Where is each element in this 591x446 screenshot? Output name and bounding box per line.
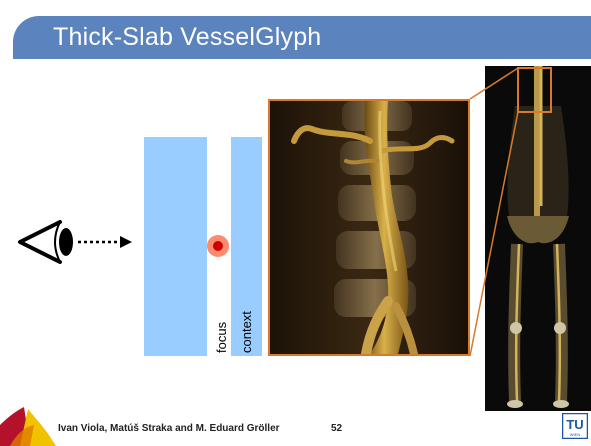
slide-title: Thick-Slab VesselGlyph bbox=[53, 23, 321, 52]
tu-wien-logo: TU WIEN bbox=[562, 413, 588, 439]
full-body-overview bbox=[485, 66, 591, 411]
focus-slab bbox=[144, 137, 207, 356]
vessel-rendering-closeup bbox=[268, 99, 470, 356]
tu-logo-subtext: WIEN bbox=[570, 432, 581, 437]
context-label: context bbox=[239, 311, 254, 353]
focus-point-icon bbox=[206, 234, 230, 258]
page-number: 52 bbox=[331, 423, 342, 434]
dotted-arrow-icon bbox=[78, 236, 132, 248]
eye-icon bbox=[14, 218, 134, 266]
footer-authors: Ivan Viola, Matúš Straka and M. Eduard G… bbox=[58, 423, 280, 434]
title-bar: Thick-Slab VesselGlyph bbox=[13, 16, 591, 59]
focus-label: focus bbox=[214, 322, 229, 353]
institute-logo bbox=[0, 405, 56, 446]
tu-logo-text: TU bbox=[566, 417, 583, 432]
